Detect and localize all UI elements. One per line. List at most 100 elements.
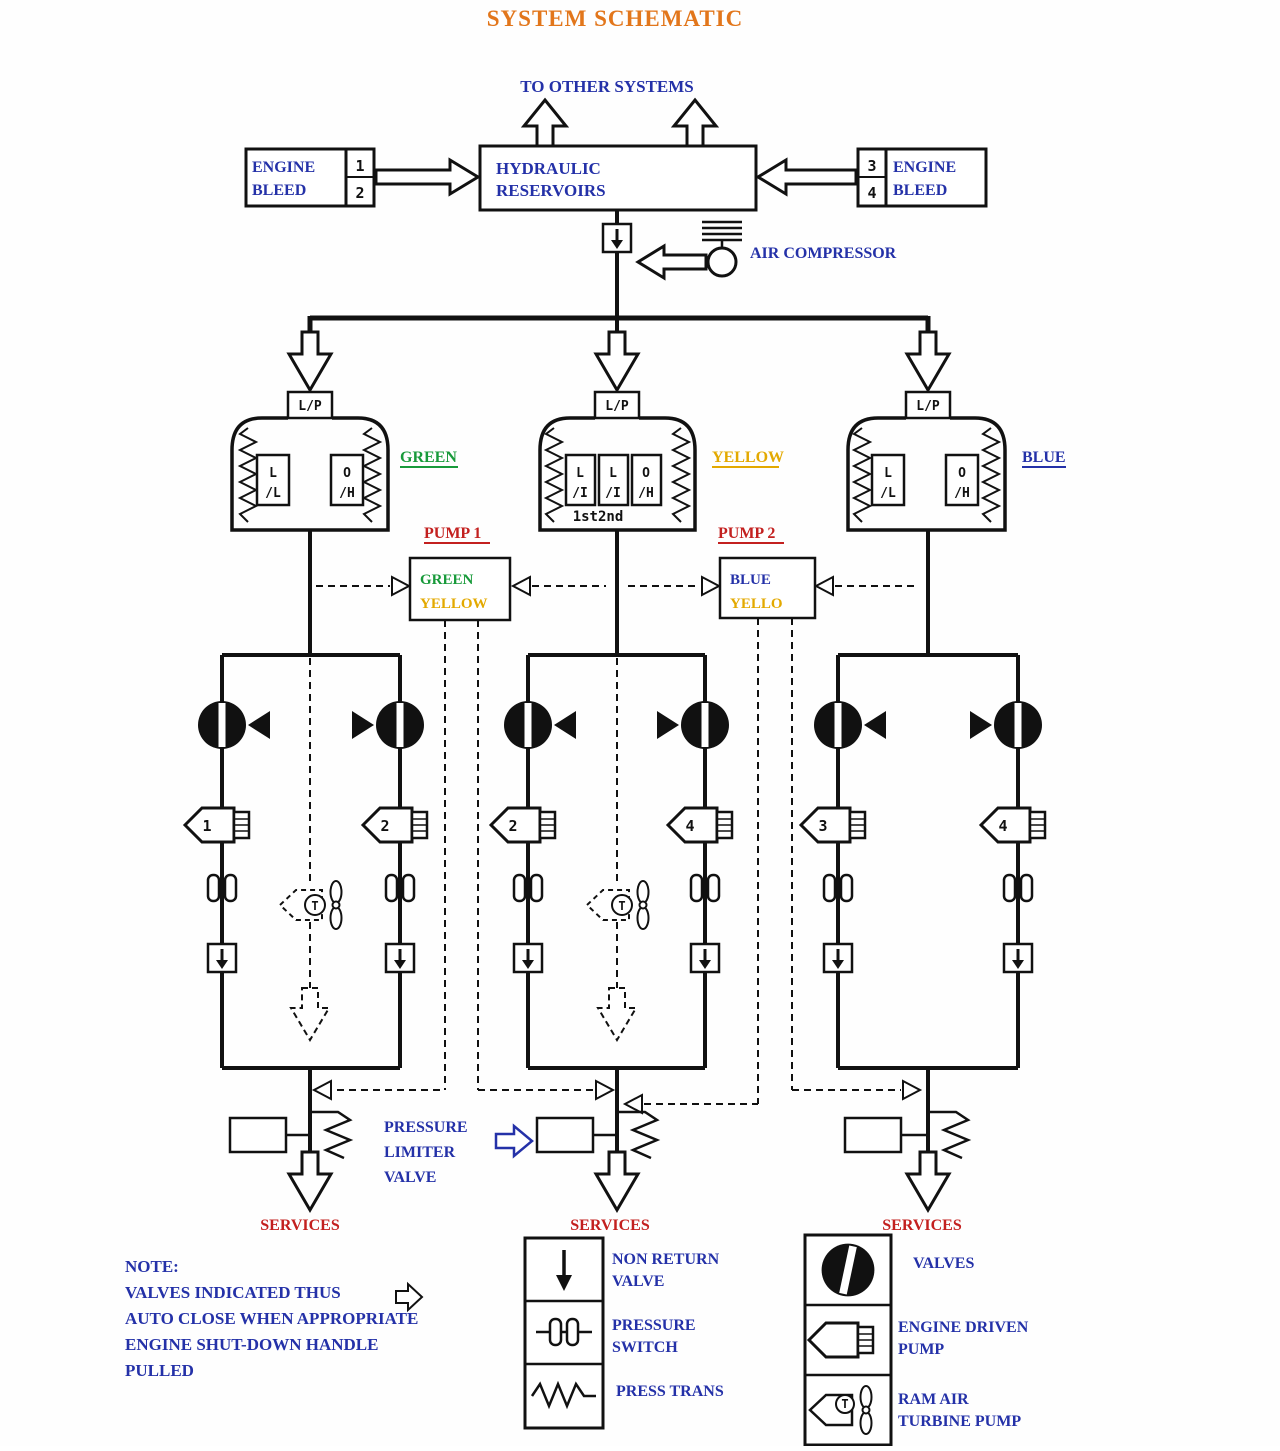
dashed-arrowhead-icon — [815, 576, 834, 596]
pump-number: 1 — [202, 817, 211, 835]
pump1-yellow-label: YELLOW — [420, 596, 488, 612]
engine-driven-pump-icon — [489, 806, 557, 844]
note-block: NOTE: VALVES INDICATED THUS AUTO CLOSE W… — [125, 1257, 424, 1380]
to-other-systems-label: TO OTHER SYSTEMS — [520, 77, 694, 96]
dashed-flow-arrow-icon — [597, 987, 637, 1041]
up-arrow-icon — [522, 98, 568, 149]
non-return-valve-icon — [822, 942, 854, 974]
callout-arrow-icon — [494, 1123, 534, 1159]
pump1-label: PUMP 1 — [424, 525, 481, 542]
note-line-2: VALVES INDICATED THUS — [125, 1283, 341, 1302]
rat-t-label: T — [311, 899, 318, 913]
spring-icon — [239, 427, 257, 523]
legend-pt-label: PRESS TRANS — [616, 1383, 724, 1400]
supply-arrow-icon — [594, 330, 640, 392]
pressure-limiter-label-1: PRESSURE — [384, 1119, 468, 1136]
engine-bleed-left: ENGINE BLEED 1 2 — [244, 147, 481, 208]
compressor-icon — [706, 246, 738, 278]
air-compressor: AIR COMPRESSOR — [635, 220, 897, 281]
lp-label: L/P — [916, 399, 940, 414]
services-label: SERVICES — [260, 1217, 340, 1234]
legend-edp-label-2: PUMP — [898, 1341, 944, 1358]
pump-number: 4 — [685, 817, 694, 835]
pressure-transmitter-icon — [530, 1380, 596, 1410]
non-return-valve-icon — [384, 942, 416, 974]
pressure-limiter-label-2: LIMITER — [384, 1144, 456, 1161]
page-title: SYSTEM SCHEMATIC — [487, 6, 743, 31]
note-line-5: PULLED — [125, 1361, 194, 1380]
engine-driven-pump-icon — [666, 806, 734, 844]
engine-bleed-right-num-1: 3 — [867, 157, 876, 175]
legend-nrv-label-1: NON RETURN — [612, 1251, 720, 1268]
valve-pointer-icon — [554, 711, 576, 739]
pressure-limiter-valve-box — [535, 1116, 595, 1154]
services-arrow-icon — [905, 1150, 951, 1212]
air-compressor-label: AIR COMPRESSOR — [750, 245, 897, 262]
spring-icon — [363, 427, 381, 523]
gauge-oh: O/H — [954, 466, 970, 501]
gauge-li: L/I — [572, 466, 588, 501]
pump2-blue-label: BLUE — [730, 572, 771, 588]
pump-number: 2 — [508, 817, 517, 835]
non-return-valve-icon — [601, 222, 633, 254]
non-return-valve-icon — [512, 942, 544, 974]
gauge-li: L/I — [605, 466, 621, 501]
note-line-4: ENGINE SHUT-DOWN HANDLE — [125, 1335, 378, 1354]
spring-icon — [545, 427, 563, 523]
non-return-valve-icon — [1002, 942, 1034, 974]
valve-pointer-icon — [352, 711, 374, 739]
engine-driven-pump-icon — [799, 806, 867, 844]
auto-close-valve-arrow-icon — [395, 1281, 424, 1313]
dashed-arrowhead-icon — [512, 576, 531, 596]
engine-bleed-right-label-1: ENGINE — [893, 159, 956, 176]
engine-bleed-right: 3 4 ENGINE BLEED — [755, 147, 988, 208]
valve-pointer-icon — [657, 711, 679, 739]
circuit-green: 1 2 T SERVICES — [183, 530, 429, 1234]
gauge-oh: O/H — [638, 466, 654, 501]
valve-pointer-icon — [864, 711, 886, 739]
pump-crossfeed: PUMP 1 GREEN YELLOW PUMP 2 BLUE YELLO — [313, 525, 921, 1114]
first-second-label: 1st2nd — [573, 509, 624, 525]
legend-rat-label-2: TURBINE PUMP — [898, 1413, 1021, 1430]
blue-system-label: BLUE — [1022, 449, 1066, 466]
compressor-arrow-icon — [635, 243, 708, 281]
dashed-flow-arrow-icon — [290, 987, 330, 1041]
pressure-limiter-callout: PRESSURE LIMITER VALVE — [384, 1119, 534, 1186]
supply-arrow-icon — [905, 330, 951, 392]
legend-rat-label-1: RAM AIR — [898, 1391, 969, 1408]
shutoff-valve-icon — [198, 701, 246, 749]
valve-pointer-icon — [248, 711, 270, 739]
hydraulic-reservoirs-label-2: RESERVOIRS — [496, 181, 606, 200]
shutoff-valve-icon — [821, 1243, 875, 1297]
shutoff-valve-icon — [376, 701, 424, 749]
pump-number: 3 — [818, 817, 827, 835]
services-label: SERVICES — [570, 1217, 650, 1234]
rat-t-label: T — [618, 899, 625, 913]
dashed-arrowhead-icon — [313, 1080, 332, 1100]
spring-icon — [853, 427, 871, 523]
non-return-valve-icon — [689, 942, 721, 974]
up-arrow-icon — [672, 98, 718, 149]
non-return-valve-icon — [556, 1275, 572, 1291]
engine-bleed-right-num-2: 4 — [867, 184, 876, 202]
shutoff-valve-icon — [814, 701, 862, 749]
legend-ps-label-2: SWITCH — [612, 1339, 678, 1356]
engine-driven-pump-icon — [183, 806, 251, 844]
supply-arrow-icon — [287, 330, 333, 392]
yellow-system-label: YELLOW — [712, 449, 784, 466]
shutoff-valve-icon — [994, 701, 1042, 749]
shutoff-valve-icon — [504, 701, 552, 749]
engine-driven-pump-icon — [979, 806, 1047, 844]
note-line-1: NOTE: — [125, 1257, 179, 1276]
green-system-label: GREEN — [400, 449, 457, 466]
hydraulic-reservoirs-box — [478, 144, 758, 212]
engine-driven-pump-icon — [361, 806, 429, 844]
legend-right: VALVES ENGINE DRIVEN PUMP T RAM AIR TURB… — [803, 1233, 1029, 1447]
circuit-yellow: 2 4 T SERVICES — [489, 530, 734, 1234]
dashed-arrowhead-icon — [701, 576, 720, 596]
engine-bleed-right-label-2: BLEED — [893, 182, 947, 199]
pressure-limiter-valve-box — [228, 1116, 288, 1154]
services-arrow-icon — [287, 1150, 333, 1212]
